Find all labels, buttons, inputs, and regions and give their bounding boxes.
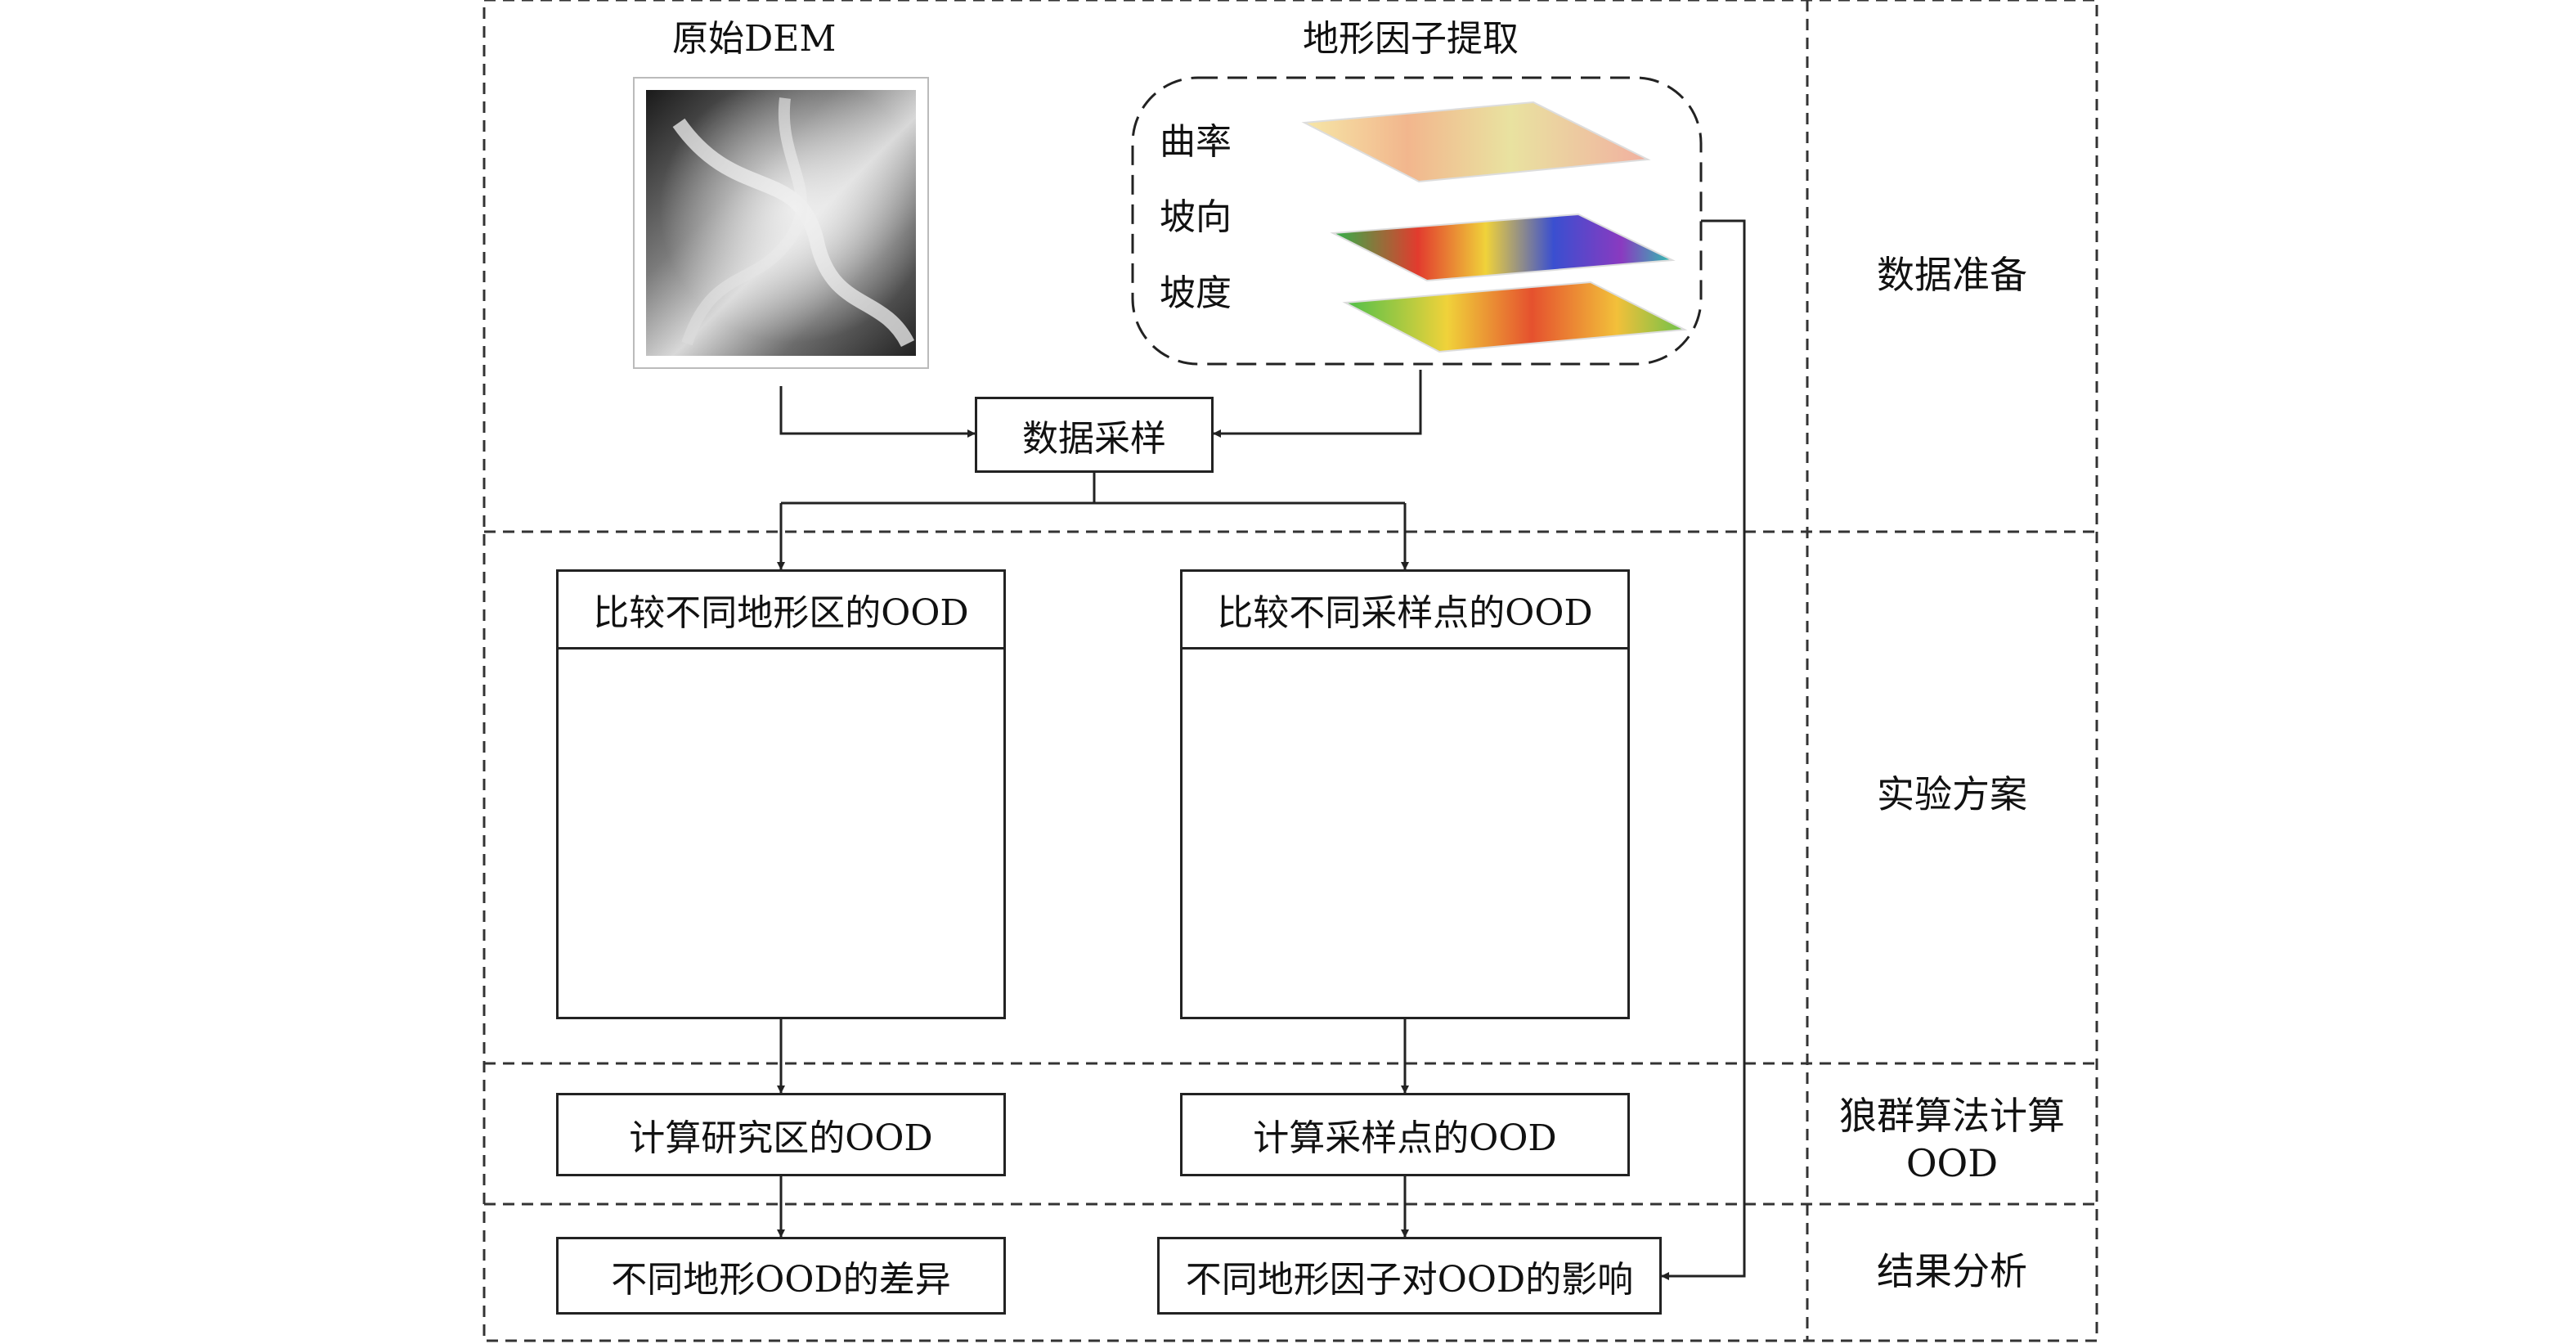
arrow-factors-to-influence: [1661, 219, 1746, 1280]
panel-sample-points-title: 比较不同采样点的OOD: [1183, 572, 1627, 650]
factor-extraction-title: 地形因子提取: [1303, 18, 1519, 60]
dem-title: 原始DEM: [672, 18, 837, 60]
factor-label-slope: 坡度: [1160, 272, 1232, 314]
stage-label-experiment: 实验方案: [1877, 772, 2027, 816]
panel-sample-points: 比较不同采样点的OOD: [1180, 569, 1630, 1019]
factor-label-aspect: 坡向: [1160, 196, 1232, 238]
result-factor-influence-box: 不同地形因子对OOD的影响: [1157, 1237, 1662, 1315]
panel-terrain-regions-title: 比较不同地形区的OOD: [559, 572, 1003, 650]
factor-group-outline: [1131, 76, 1703, 366]
aspect-layer: [1330, 213, 1676, 282]
dem-image: [633, 77, 929, 369]
stage-label-wolf-line2: OOD: [1905, 1140, 1999, 1185]
curvature-layer: [1301, 101, 1651, 183]
stage-label-data-prep: 数据准备: [1877, 253, 2027, 297]
stage-frame: [482, 0, 2098, 1342]
data-sampling-box: 数据采样: [975, 397, 1214, 473]
factor-label-curvature: 曲率: [1160, 121, 1232, 163]
stage-label-analysis: 结果分析: [1877, 1249, 2027, 1293]
calc-sample-points-box: 计算采样点的OOD: [1180, 1093, 1630, 1176]
outer-frame: [482, 0, 2098, 1342]
calc-study-area-box: 计算研究区的OOD: [556, 1093, 1006, 1176]
arrow-dem-to-sampling: [779, 386, 976, 438]
arrow-factors-to-sampling: [1213, 370, 1422, 438]
result-terrain-difference-box: 不同地形OOD的差异: [556, 1237, 1006, 1315]
stage-label-wolf-line1: 狼群算法计算: [1839, 1094, 2065, 1138]
slope-layer: [1342, 281, 1688, 353]
connectors: [777, 219, 1746, 1280]
stage-label-wolf-algorithm: 狼群算法计算 OOD: [1807, 1093, 2097, 1187]
panel-terrain-regions: 比较不同地形区的OOD: [556, 569, 1006, 1019]
